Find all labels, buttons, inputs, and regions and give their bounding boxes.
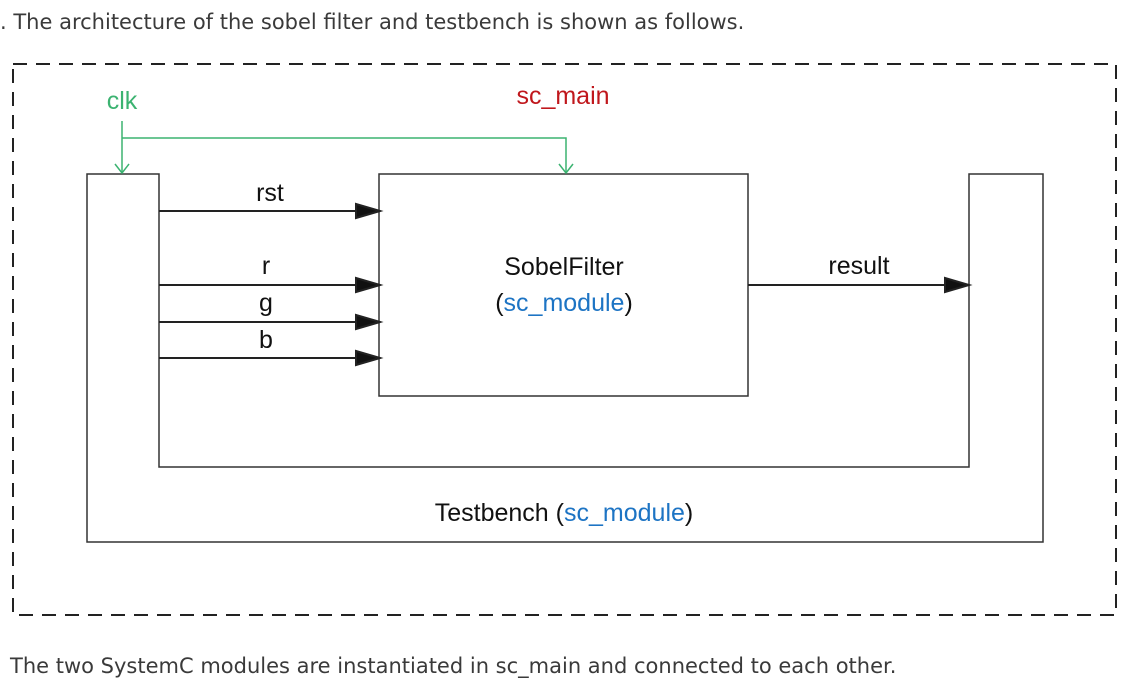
testbench-type-name: sc_module: [564, 499, 685, 527]
g-label: g: [259, 289, 273, 317]
rst-arrowhead: [355, 202, 384, 220]
result-label: result: [828, 252, 889, 280]
sobel-type-name: sc_module: [504, 289, 625, 317]
testbench-close-paren: ): [685, 499, 693, 527]
clk-label: clk: [107, 87, 138, 115]
intro-paragraph: . The architecture of the sobel filter a…: [0, 10, 745, 34]
sobel-open-paren: (: [495, 289, 504, 317]
r-label: r: [262, 252, 270, 280]
sobel-filter-box: [378, 173, 749, 397]
r-arrowhead: [355, 276, 384, 294]
sobel-filter-type: (sc_module): [495, 289, 633, 317]
result-arrowhead: [944, 276, 973, 294]
testbench-name: Testbench (: [435, 499, 565, 527]
testbench-outline: [86, 173, 1044, 543]
b-arrowhead: [355, 349, 384, 367]
architecture-diagram: sc_main clk rst r g b result SobelFilter…: [12, 63, 1117, 616]
sobel-filter-name: SobelFilter: [504, 253, 624, 281]
testbench-label: Testbench (sc_module): [435, 499, 693, 527]
rst-label: rst: [256, 179, 284, 207]
b-label: b: [259, 326, 273, 354]
g-arrowhead: [355, 313, 384, 331]
outro-paragraph: The two SystemC modules are instantiated…: [10, 654, 897, 678]
sobel-close-paren: ): [624, 289, 632, 317]
clk-wire: [114, 121, 574, 175]
sc-main-label: sc_main: [516, 82, 609, 110]
